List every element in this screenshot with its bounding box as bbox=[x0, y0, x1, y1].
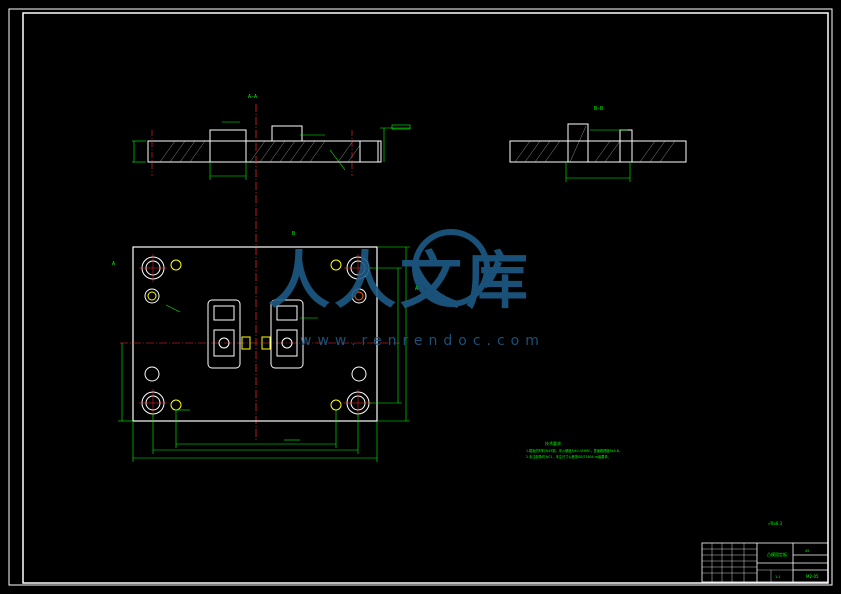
view-a-marker-left: A bbox=[112, 261, 115, 267]
title-block bbox=[701, 542, 829, 583]
tech-requirement-line: 2.未注倒角均为C1，未注尺寸公差按GB/T1804-m级要求。 bbox=[526, 454, 611, 459]
section-a-a-view: A-A bbox=[132, 94, 411, 440]
watermark-brand: 人人文库 bbox=[268, 244, 532, 317]
section-bb-label: B-B bbox=[594, 106, 603, 112]
punch-cavity-right bbox=[270, 299, 304, 369]
plate-outline bbox=[132, 246, 378, 422]
section-aa-label: A-A bbox=[248, 94, 257, 100]
title-drawing-number: M2-05 bbox=[806, 574, 819, 579]
tech-requirements-title: 技术要求 bbox=[545, 440, 561, 446]
inner-frame bbox=[22, 12, 829, 584]
watermark: 人人文库 www.renrendoc.com bbox=[268, 229, 545, 349]
outer-frame bbox=[8, 8, 833, 586]
title-scale: 1:1 bbox=[775, 575, 781, 579]
title-part-name: 凸模固定板 bbox=[767, 551, 787, 557]
view-b-marker: B bbox=[292, 231, 295, 237]
watermark-url: www.renrendoc.com bbox=[300, 333, 545, 349]
plan-dimensions bbox=[118, 246, 410, 462]
watermark-logo-ring bbox=[412, 229, 490, 307]
tech-requirement-line: 1.模板的材料为45钢，淬火硬度为40-45HRC，表面粗糙度Ra0.8。 bbox=[526, 448, 622, 453]
title-material: 45 bbox=[805, 549, 809, 553]
punch-cavity-left bbox=[207, 299, 241, 369]
technical-requirements: 技术要求 1.模板的材料为45钢，淬火硬度为40-45HRC，表面粗糙度Ra0.… bbox=[526, 440, 622, 459]
section-b-b-view: B-B bbox=[509, 106, 687, 182]
plan-view: B A A bbox=[112, 231, 418, 462]
view-a-marker-right: A bbox=[415, 286, 418, 292]
roughness-note: √Ra6.3 bbox=[768, 521, 783, 526]
